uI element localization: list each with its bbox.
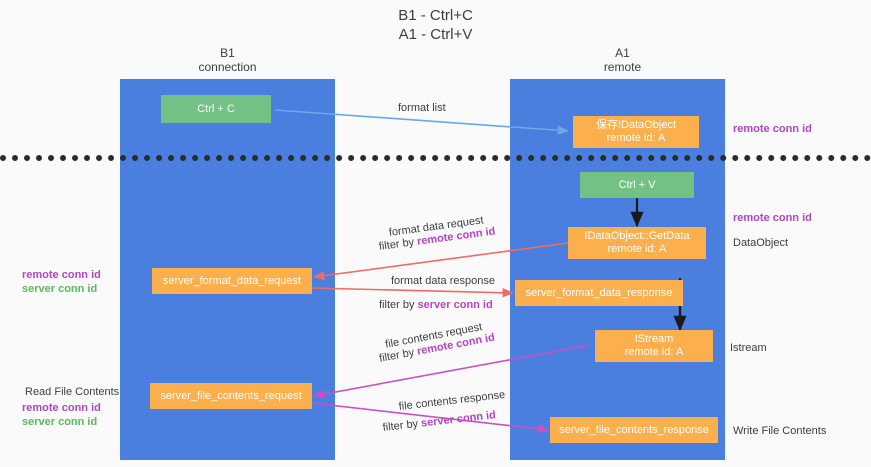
right-label-remote-conn-id-top: remote conn id bbox=[733, 123, 812, 135]
node-idataobject-getdata[interactable]: IDataObject::GetData remote id: A bbox=[568, 227, 706, 259]
node-ctrl-v[interactable]: Ctrl + V bbox=[580, 172, 694, 198]
edge-label-format-data-response: format data response bbox=[391, 275, 495, 287]
filter-prefix: filter by bbox=[382, 417, 422, 434]
filter-prefix: filter by bbox=[378, 235, 418, 253]
filter-prefix: filter by bbox=[379, 299, 418, 311]
left-label-conn-ids-bottom: remote conn id server conn id bbox=[22, 401, 101, 429]
node-istream[interactable]: IStream remote id: A bbox=[595, 330, 713, 362]
node-server-format-data-request[interactable]: server_format_data_request bbox=[152, 268, 312, 294]
right-label-write-file-contents: Write File Contents bbox=[733, 425, 827, 437]
left-label-conn-ids-top: remote conn id server conn id bbox=[22, 268, 101, 296]
right-label-istream: Istream bbox=[730, 342, 767, 354]
left-label-remote-conn-id: remote conn id bbox=[22, 269, 101, 281]
edge-label-filter-server-conn-id-1: filter by server conn id bbox=[379, 298, 493, 312]
filter-prefix: filter by bbox=[378, 345, 419, 365]
node-server-file-contents-request[interactable]: server_file_contents_request bbox=[150, 383, 312, 409]
lane-heading-b1: B1 connection bbox=[198, 46, 257, 74]
node-ctrl-c[interactable]: Ctrl + C bbox=[161, 95, 271, 123]
node-server-format-data-response[interactable]: server_format_data_response bbox=[515, 280, 683, 306]
node-save-idataobject[interactable]: 保存IDataObject remote id: A bbox=[573, 116, 699, 148]
page-title: B1 - Ctrl+C A1 - Ctrl+V bbox=[398, 7, 473, 43]
edge-label-format-list: format list bbox=[398, 102, 446, 114]
node-server-file-contents-response[interactable]: server_file_contents_response bbox=[550, 417, 718, 443]
left-label-read-file-contents: Read File Contents bbox=[25, 386, 120, 398]
phase-divider bbox=[0, 155, 871, 161]
left-label-server-conn-id-2: server conn id bbox=[22, 416, 98, 428]
filter-highlight: server conn id bbox=[417, 299, 493, 311]
left-label-server-conn-id: server conn id bbox=[22, 283, 98, 295]
right-label-remote-conn-id-mid: remote conn id bbox=[733, 212, 812, 224]
lane-heading-a1: A1 remote bbox=[603, 46, 642, 74]
filter-highlight: server conn id bbox=[420, 409, 497, 430]
left-label-remote-conn-id-2: remote conn id bbox=[22, 402, 101, 414]
right-label-dataobject: DataObject bbox=[733, 237, 789, 249]
